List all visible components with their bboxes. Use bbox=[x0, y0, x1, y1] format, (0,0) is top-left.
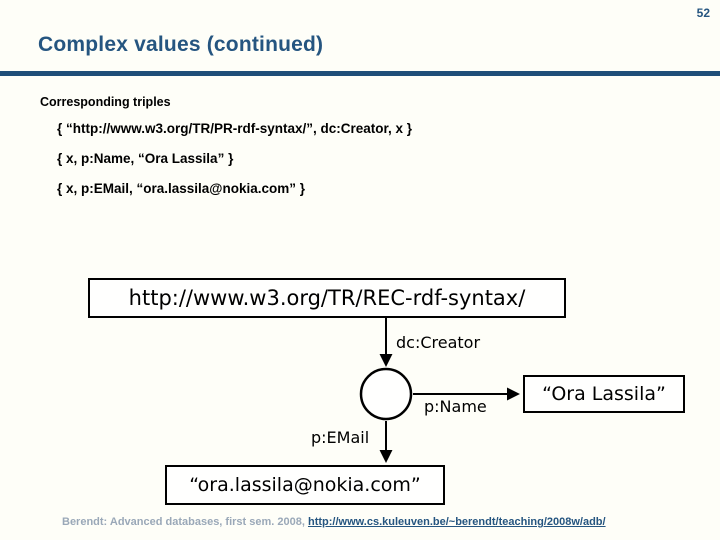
rdf-graph-diagram: http://www.w3.org/TR/REC-rdf-syntax/ dc:… bbox=[0, 270, 720, 515]
edge-label-dc-creator: dc:Creator bbox=[396, 333, 481, 352]
uri-node-box: http://www.w3.org/TR/REC-rdf-syntax/ bbox=[88, 278, 566, 318]
section-heading: Corresponding triples bbox=[40, 95, 171, 109]
triple-line-1: { “http://www.w3.org/TR/PR-rdf-syntax/”,… bbox=[57, 121, 413, 136]
edge-label-p-email: p:EMail bbox=[311, 428, 370, 447]
footer-credit: Berendt: Advanced databases, first sem. … bbox=[62, 516, 308, 528]
blank-node-circle bbox=[359, 367, 413, 421]
literal-email-box: “ora.lassila@nokia.com” bbox=[165, 465, 445, 505]
literal-name-box: “Ora Lassila” bbox=[523, 375, 685, 413]
edge-label-p-name: p:Name bbox=[424, 397, 487, 416]
page-number: 52 bbox=[696, 6, 710, 20]
title-divider bbox=[0, 71, 720, 76]
page-title: Complex values (continued) bbox=[38, 33, 324, 56]
triple-line-3: { x, p:EMail, “ora.lassila@nokia.com” } bbox=[57, 181, 305, 196]
triple-line-2: { x, p:Name, “Ora Lassila” } bbox=[57, 151, 234, 166]
footer: Berendt: Advanced databases, first sem. … bbox=[62, 516, 606, 528]
diagram-edges bbox=[359, 318, 520, 463]
footer-link[interactable]: http://www.cs.kuleuven.be/~berendt/teach… bbox=[307, 516, 606, 528]
